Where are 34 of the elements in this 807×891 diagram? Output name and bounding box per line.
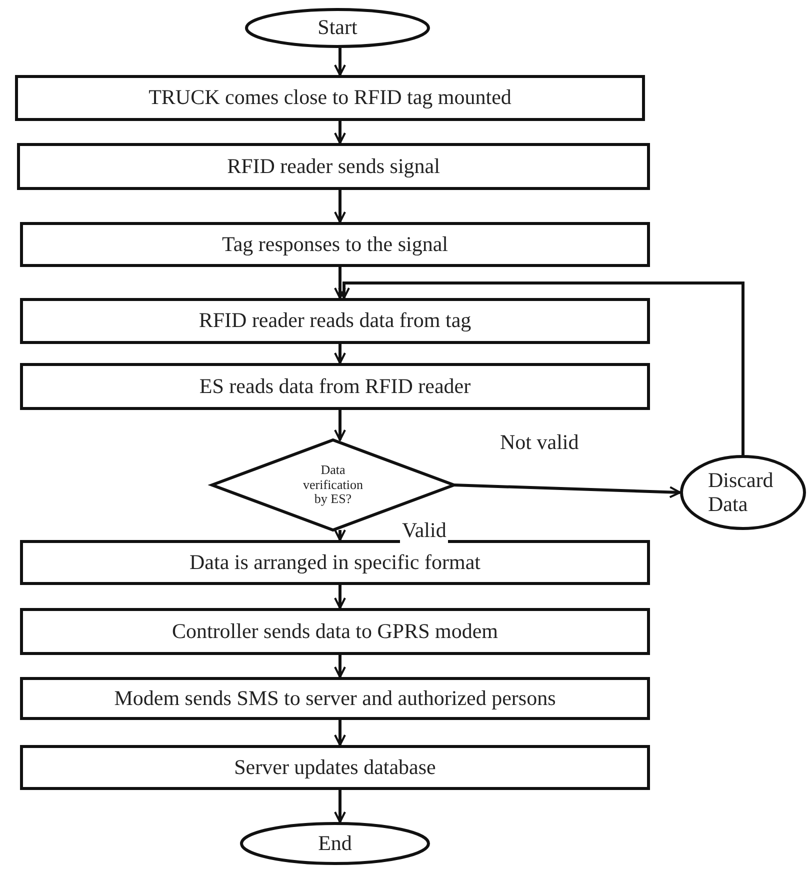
node-text: Server updates database (234, 756, 436, 780)
node-text: Data is arranged in specific format (190, 550, 480, 574)
node-text: Modem sends SMS to server and authorized persons (114, 686, 556, 710)
arrow (338, 282, 744, 455)
arrow (334, 790, 346, 823)
process-box (20, 298, 650, 344)
process-box (17, 143, 650, 190)
node-text: End (318, 832, 352, 856)
process-box (20, 745, 650, 790)
node-text: TRUCK comes close to RFID tag mounted (148, 86, 512, 110)
node-text: Discard Data (708, 469, 774, 516)
process-box (20, 608, 650, 655)
arrow (334, 121, 346, 144)
arrow (334, 529, 346, 541)
arrow (334, 720, 346, 746)
process-box (20, 677, 650, 720)
process-box (20, 363, 650, 410)
arrow (334, 410, 346, 441)
node-text: RFID reader sends signal (227, 154, 440, 178)
process-box (20, 540, 650, 585)
node-text: ES reads data from RFID reader (199, 374, 471, 398)
arrow (454, 484, 681, 498)
node-text: Data verification by ES? (302, 462, 364, 508)
node-text: RFID reader reads data from tag (198, 309, 472, 333)
process-box (20, 222, 650, 267)
arrow (334, 190, 346, 223)
arrow (334, 344, 346, 364)
node-text: Start (318, 16, 358, 40)
process-box (15, 75, 645, 121)
node-text: Controller sends data to GPRS modem (172, 620, 498, 644)
node-text: Tag responses to the signal (222, 232, 448, 256)
arrow (334, 585, 346, 609)
arrow (334, 655, 346, 678)
arrow (334, 48, 346, 76)
